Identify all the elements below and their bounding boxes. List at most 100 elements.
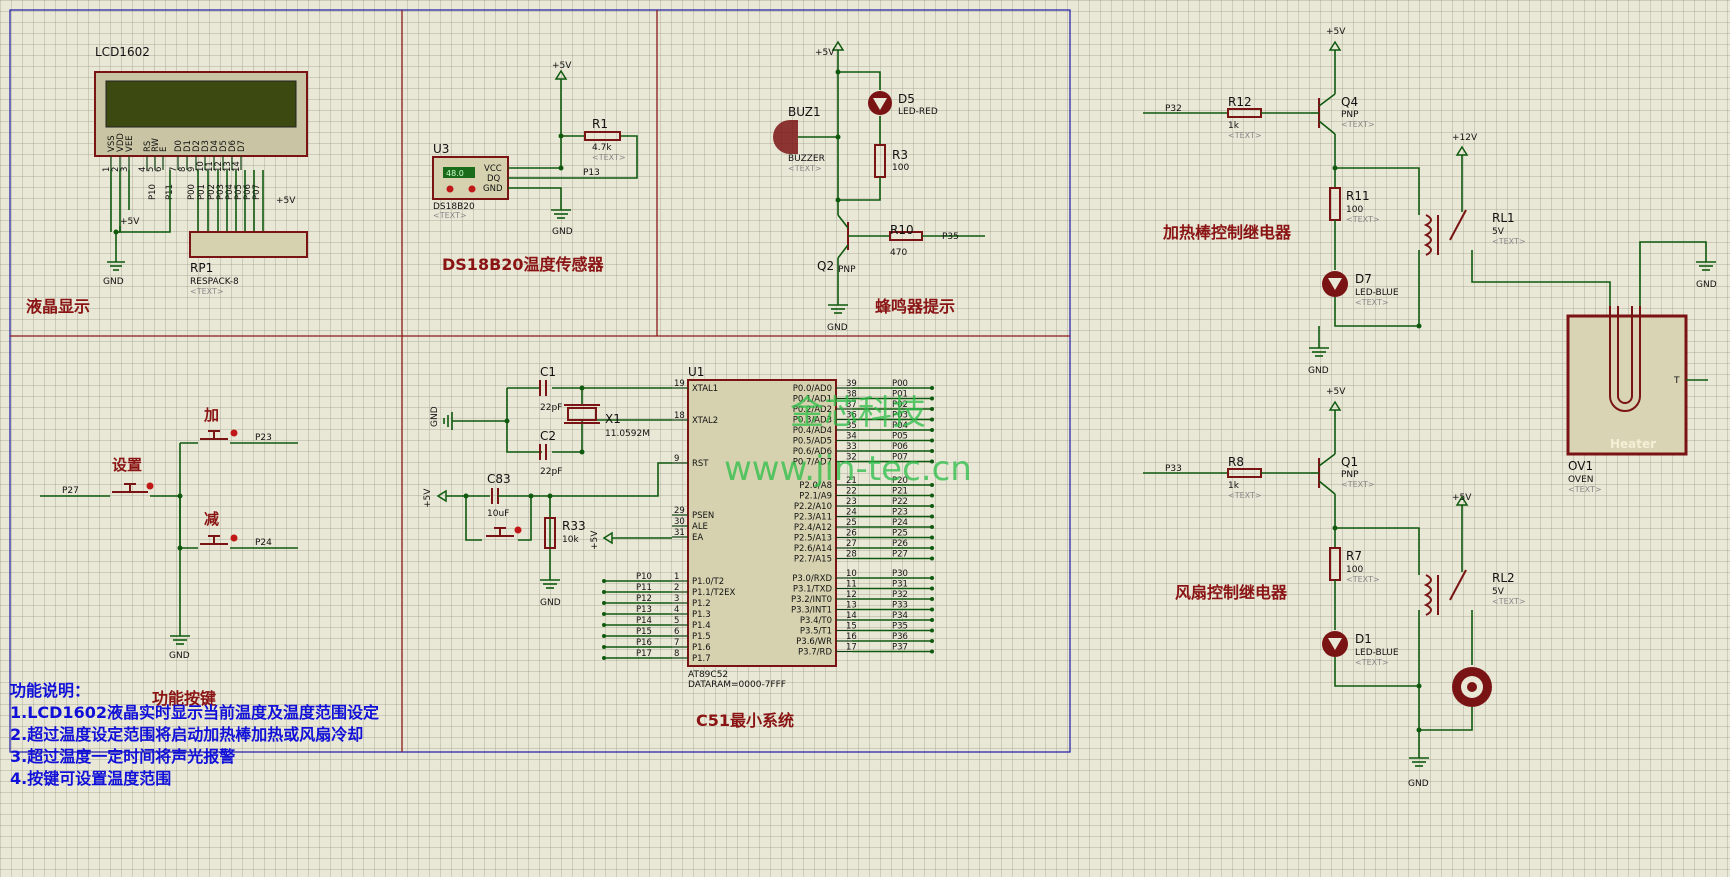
u1-net-p06: P06 (892, 442, 908, 452)
c2-value: 22pF (540, 467, 562, 477)
ov1-text: <TEXT> (1568, 485, 1602, 494)
section-heater-relay: 加热棒控制继电器 (1162, 223, 1292, 242)
ov1-value: OVEN (1568, 475, 1594, 485)
u1-net-p24: P24 (892, 518, 908, 528)
key-net-p23: P23 (255, 433, 272, 443)
buz1-name: BUZZER (788, 154, 825, 164)
rl1-vcc12-label: +12V (1452, 133, 1478, 143)
lcd-pin-d5: D5 (219, 140, 229, 152)
lcd-net-p02: P02 (207, 184, 217, 200)
d1-ref: D1 (1355, 632, 1372, 646)
keys-circuit[interactable]: 设置 加 减 P27 P23 P24 GND (40, 406, 298, 661)
u1-pin-p0.3/ad3: P0.3/AD3 (793, 416, 832, 426)
mcu-gnd-label: GND (540, 598, 561, 608)
u1-net-end (930, 618, 934, 622)
u1-pin-num: 25 (846, 518, 857, 528)
u1-pin-num: 18 (674, 411, 685, 421)
u1-net-p21: P21 (892, 487, 908, 497)
u1-note: DATARAM=0000-7FFF (688, 680, 786, 690)
u1-pin-rst: RST (692, 459, 709, 469)
u1-net-end (930, 597, 934, 601)
r12-text: <TEXT> (1228, 131, 1262, 140)
q1-ref: Q1 (1341, 455, 1358, 469)
lcd-pin-d7: D7 (237, 140, 247, 152)
lcd-pin-d4: D4 (210, 140, 220, 152)
r3-value: 100 (892, 163, 909, 173)
u1-net-end (930, 576, 934, 580)
u1-net-end (602, 601, 606, 605)
heater-net-p32: P32 (1165, 104, 1182, 114)
u1-pin-p0.4/ad4: P0.4/AD4 (793, 426, 832, 436)
u1-net-p00: P00 (892, 379, 908, 389)
u1-net-end (930, 525, 934, 529)
u1-net-end (930, 493, 934, 498)
heater-relay-circuit[interactable]: +5V +12V P32 R12 1k <TEXT> Q4 PNP <TEXT>… (1143, 27, 1717, 376)
u1-pin-p3.7/rd: P3.7/RD (798, 648, 832, 658)
u1-net-end (930, 586, 934, 591)
lcd-pin-d3: D3 (201, 140, 211, 152)
ds18b20-net-p13: P13 (583, 168, 600, 178)
q2-value: PNP (838, 265, 856, 275)
u1-pin-num: 10 (846, 569, 857, 579)
r10-ref: R10 (890, 223, 914, 237)
lcd-pin-num: 5 (146, 167, 156, 172)
u1-net-end (602, 590, 606, 594)
u1-pin-num: 34 (846, 432, 857, 442)
buzzer-vcc-label: +5V (815, 48, 835, 58)
u1-net-end (602, 623, 606, 627)
key-net-p24: P24 (255, 538, 272, 548)
rl2-text: <TEXT> (1492, 597, 1526, 606)
rl2-ref: RL2 (1492, 571, 1515, 585)
u1-net-end (930, 504, 934, 508)
lcd-net-p07: P07 (252, 184, 262, 200)
u1-net-end (930, 556, 934, 561)
u1-pin-psen: PSEN (692, 511, 714, 521)
watermark-url: www.jin-tec.cn (724, 449, 972, 489)
rl1-value: 5V (1492, 227, 1505, 237)
lcd1602[interactable]: LCD1602 VSS1VDD2VEE3RS4RW5E6D07D18D29D31… (94, 45, 308, 232)
u1-net-p13: P13 (636, 605, 652, 615)
u1-pin-num: 32 (846, 453, 857, 463)
r1-value: 4.7k (592, 143, 612, 153)
r3-ref: R3 (892, 148, 908, 162)
key-sub[interactable] (200, 534, 238, 545)
u1-net-p04: P04 (892, 421, 908, 431)
u1-net-p11: P11 (636, 583, 652, 593)
u1-net-end (930, 438, 934, 443)
r1-text: <TEXT> (592, 153, 626, 162)
r7-ref: R7 (1346, 549, 1362, 563)
key-add[interactable] (200, 429, 238, 440)
r33-value: 10k (562, 535, 579, 545)
u3-pin-gnd: GND (483, 184, 503, 194)
key-set[interactable] (112, 482, 154, 493)
rp1-respack[interactable]: RP1 RESPACK-8 <TEXT> +5V (189, 196, 308, 296)
buz1-ref: BUZ1 (788, 105, 821, 119)
function-notes: 功能说明： 1.LCD1602液晶实时显示当前温度及温度范围设定 2.超过温度设… (10, 680, 379, 790)
buz1-text: <TEXT> (788, 164, 822, 173)
q4-vcc-label: +5V (1326, 27, 1346, 37)
c83-value: 10uF (487, 509, 509, 519)
sheet-frame (9, 9, 1071, 753)
lcd-pin-num: 4 (138, 167, 148, 172)
r1-ref: R1 (592, 117, 608, 131)
buzzer-net-p35: P35 (942, 232, 959, 242)
c1-value: 22pF (540, 403, 562, 413)
q4-ref: Q4 (1341, 95, 1358, 109)
lcd-pin-d6: D6 (228, 140, 238, 152)
u1-pin-num: 24 (846, 508, 857, 518)
r12-ref: R12 (1228, 95, 1252, 109)
u3-ds18b20[interactable]: U3 48.0 VCC DQ GND DS18B20 <TEXT> (432, 142, 509, 220)
buzzer-circuit[interactable]: +5V BUZ1 BUZZER <TEXT> D5 LED-RED R3 100… (773, 40, 985, 333)
lcd-pin-num: 14 (232, 161, 242, 172)
u1-net-end (930, 386, 934, 390)
u1-pin-num: 36 (846, 411, 857, 421)
u1-net-p10: P10 (636, 572, 652, 582)
u1-net-end (930, 417, 934, 422)
u1-pin-num: 27 (846, 539, 857, 549)
rl2-value: 5V (1492, 587, 1505, 597)
fan-relay-circuit[interactable]: +5V +5V P33 R8 1k <TEXT> Q1 PNP <TEXT> R… (1143, 387, 1526, 789)
ov1-oven[interactable]: Heater T OV1 OVEN <TEXT> (1566, 306, 1708, 494)
